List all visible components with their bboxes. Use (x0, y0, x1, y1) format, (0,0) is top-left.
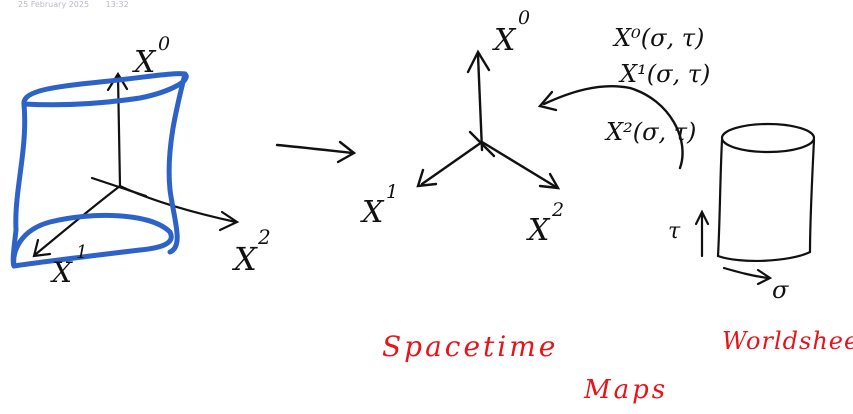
worldsheet-top-rim (21, 71, 189, 108)
pullback-arrow (537, 85, 684, 170)
spacetime-origin-stroke (468, 130, 496, 158)
spacetime-x1-label: X (360, 195, 385, 230)
left-x2-superscript: 2 (257, 225, 271, 249)
spacetime-axes (416, 49, 561, 190)
cylinder-top (720, 122, 816, 154)
time-text: 13:32 (105, 0, 129, 9)
map-functions: X⁰(σ, τ) X¹(σ, τ) X²(σ, τ) (604, 24, 710, 146)
spacetime-x0-label: X (492, 23, 517, 58)
parameter-cylinder (694, 122, 816, 286)
maps-label: Maps (583, 375, 668, 405)
left-x1-label: X (50, 256, 73, 289)
worldsheet-bottom-rim (11, 212, 174, 269)
pullback-arrow-head (537, 90, 558, 112)
tau-arrowhead (694, 209, 710, 226)
left-x1-arrowhead (32, 238, 52, 258)
pullback-arrow-curve (542, 85, 684, 170)
left-x0-superscript: 0 (158, 33, 170, 55)
red-annotations: Spacetime Worldsheet Maps (382, 327, 853, 405)
left-x0-arrowhead (106, 71, 129, 92)
worldsheet-surface (10, 71, 189, 269)
spacetime-label: Spacetime (382, 330, 558, 363)
spacetime-x2-axis (480, 140, 558, 189)
cylinder-right-side (808, 138, 816, 254)
worldsheet-right-edge (166, 71, 188, 255)
spacetime-x2-superscript: 2 (551, 199, 564, 221)
left-axis-labels: X 0 X 2 X 1 (50, 33, 271, 289)
spacetime-x1-superscript: 1 (386, 181, 398, 203)
mapping-arrow (275, 140, 357, 164)
sigma-arrowhead (756, 268, 773, 286)
map-x0-text: X⁰(σ, τ) (612, 24, 704, 52)
sigma-label: σ (772, 276, 789, 304)
mapping-arrow-head (336, 140, 357, 164)
worldsheet-sketch (32, 71, 240, 258)
cylinder-left-side (716, 138, 724, 258)
spacetime-x1-arrowhead (416, 168, 438, 188)
map-x1-text: X¹(σ, τ) (618, 60, 710, 88)
tau-label: τ (668, 219, 681, 244)
parameter-labels: τ σ (668, 219, 789, 304)
left-x0-label: X (132, 45, 157, 80)
worldsheet-label: Worldsheet (722, 327, 853, 355)
left-x2-arrowhead (218, 210, 240, 232)
spacetime-x2-arrowhead (538, 172, 561, 190)
date-text: 25 February 2025 (18, 0, 90, 9)
left-x0-axis (116, 74, 122, 188)
spacetime-x0-superscript: 0 (518, 7, 530, 29)
cylinder-bottom (716, 250, 812, 263)
spacetime-x2-label: X (526, 213, 551, 248)
spacetime-x0-arrowhead (466, 49, 491, 74)
sigma-arrow (722, 266, 770, 280)
left-x1-superscript: 1 (76, 242, 87, 263)
spacetime-axis-labels: X 0 X 1 X 2 (360, 7, 564, 248)
spacetime-x0-axis (476, 53, 484, 152)
spacetime-x1-axis (420, 140, 484, 186)
left-x2-label: X (231, 240, 258, 278)
mapping-arrow-shaft (275, 143, 354, 155)
left-origin-stroke (90, 176, 148, 198)
page-timestamp: 25 February 2025 13:32 (18, 0, 143, 9)
